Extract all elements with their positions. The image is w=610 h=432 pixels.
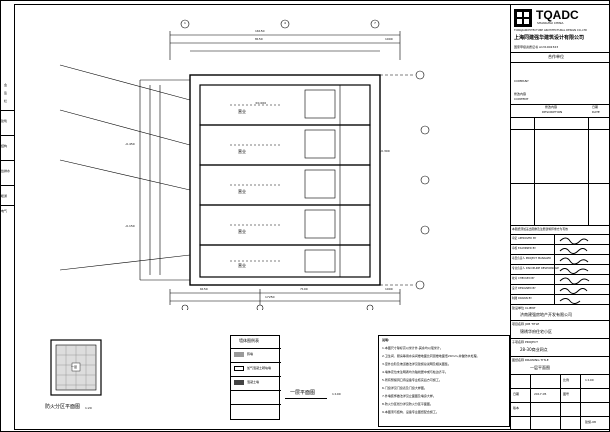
- room-label: 营业: [238, 263, 246, 268]
- legend-row: 加气混凝土砌块墙: [247, 366, 272, 370]
- room-label: 营业: [238, 149, 246, 154]
- dim-top: 16150: [255, 29, 265, 33]
- signer-role: 专业负责人 DISCIPLINE RESPONSIBLE: [512, 267, 559, 270]
- rev-header-en: DATE: [592, 110, 600, 114]
- margin-label: 建筑: [1, 119, 8, 123]
- logo-mark: [514, 9, 532, 27]
- rev-header-en: DESCRIPTION: [542, 110, 563, 114]
- drawing-name: 一层平面图: [530, 365, 550, 370]
- level-mark: -0.450: [125, 142, 135, 146]
- note-line: 9.本图须与结构、设备专业图纸配合施工。: [382, 410, 439, 414]
- axis-label: 7: [374, 21, 376, 25]
- company-label: COMPANY: [514, 79, 529, 83]
- level-mark: -0.150: [125, 224, 135, 228]
- rev-area: [510, 117, 610, 225]
- margin-label: 栏: [4, 99, 8, 103]
- rev-header: 日期: [592, 105, 599, 109]
- signature-marks: [559, 237, 590, 304]
- note-line: 2.卫生间、厨房等用水房间楼地面比同层楼地面低20mm,并做防水处理。: [382, 354, 480, 358]
- signer-role: 审定 APPROVED BY: [512, 237, 537, 240]
- legend-title: 墙体图例表: [239, 338, 259, 343]
- axis-label: 4: [284, 21, 286, 25]
- signer-role: 制图 DRAWN BY: [512, 297, 532, 300]
- margin-label: 会: [4, 83, 8, 87]
- meta-label: 图号: [563, 392, 570, 396]
- signer-role: 审核 EXAMINED BY: [512, 247, 536, 250]
- fire-zone-area: 一层: [71, 365, 78, 369]
- meta-label: 版本: [513, 406, 520, 410]
- drawing-label: 图纸名称 DRAWING TITLE: [512, 358, 549, 362]
- legend-swatch: [234, 380, 244, 385]
- fire-zone-scale: 1:20: [85, 406, 92, 410]
- owner-name: 济南建强房地产开发有限公司: [520, 312, 572, 317]
- plan-title: 一层平面图: [290, 390, 316, 396]
- meta-sheet-no: 建施-08: [585, 420, 596, 424]
- margin-label: 暖通: [1, 194, 8, 198]
- fire-zone-diagram: [50, 339, 102, 396]
- subproject-name: 28-30商业网点: [520, 347, 548, 352]
- margin-label: 给排水: [1, 169, 11, 173]
- stamp-note: 本图纸须加盖出图章及注册建筑师章方为有效: [512, 227, 568, 231]
- legend-swatch: [234, 352, 244, 357]
- fire-zone-title: 防火分区平面图: [45, 404, 81, 410]
- title-block: [510, 4, 610, 430]
- logo-license: 国家甲级资质证书 A131002323: [514, 45, 559, 49]
- notes-block: 说明: 1.本图尺寸除标高以米计外,其余均以毫米计。 2.卫生间、厨房等用水房间…: [378, 335, 510, 427]
- logo-brand: TQADC: [536, 8, 579, 22]
- subproject-label: 子项名称 PROJECT: [512, 340, 538, 344]
- margin-label: 结构: [1, 144, 8, 148]
- project-name: 锦绣华府住宅小区: [520, 329, 552, 334]
- left-margin-strip: 会 签 栏 建筑 结构 给排水 暖通 电气: [0, 80, 15, 220]
- level-mark: -0.300: [380, 149, 390, 153]
- signer-role: 设计 DESIGNED BY: [512, 287, 536, 290]
- signature-table: [510, 234, 610, 304]
- plan-scale: 1:100: [332, 392, 341, 396]
- note-line: 7.外墙装饰做法详见立面图及墙身大样。: [382, 394, 436, 398]
- meta-date: 2017.05: [534, 392, 547, 396]
- logo-city: SHANGHAI CHINA: [537, 21, 564, 25]
- note-line: 1.本图尺寸除标高以米计外,其余均以毫米计。: [382, 346, 443, 350]
- logo-company-en: TONGJIARCHITECTURE ARCHITECTURAL DESIGN …: [514, 29, 587, 32]
- legend-row: 砖墙: [247, 352, 254, 356]
- owner-label: 建设单位 CLIENT: [512, 306, 536, 310]
- legend-row: 混凝土墙: [247, 380, 260, 384]
- axis-label: 1: [184, 21, 186, 25]
- rev-header: 修改内容: [545, 105, 558, 109]
- note-line: 8.防火分区划分详见防火分区平面图。: [382, 402, 433, 406]
- margin-label: 签: [4, 91, 8, 95]
- dim-top: 8150: [255, 37, 263, 41]
- notes-heading: 说明:: [382, 338, 390, 342]
- note-line: 3.室外台阶及坡道做法详见建施总说明及相关图集。: [382, 362, 451, 366]
- note-line: 5.所有预留洞口待设备专业核实后方可施工。: [382, 378, 442, 382]
- note-line: 4.墙体定位未注明者均为轴线居中或与柱边齐平。: [382, 370, 448, 374]
- logo-company-cn: 上海同建强华建筑设计有限公司: [514, 35, 585, 41]
- partner-label: 合作单位: [548, 54, 564, 59]
- contents-en: CONTENT: [514, 97, 529, 101]
- contents-cn: 修改内容: [514, 92, 527, 96]
- meta-label: 比例: [563, 378, 570, 382]
- margin-label: 电气: [1, 209, 8, 213]
- meta-scale: 1:100: [585, 378, 594, 382]
- room-label: 营业: [238, 109, 246, 114]
- plan-title-underline: [285, 398, 327, 399]
- signer-role: 校对 CHECKED BY: [512, 277, 535, 280]
- room-label: 营业: [238, 229, 246, 234]
- dim-top: 1000: [385, 37, 393, 41]
- project-label: 项目名称 JOB TITLE: [512, 322, 540, 326]
- dim-bottom: 17250: [265, 295, 275, 299]
- note-line: 6.门窗详见门窗表及门窗大样图。: [382, 386, 427, 390]
- meta-grid: [510, 374, 610, 430]
- legend-swatch: [234, 366, 244, 371]
- dim-bottom: 7100: [300, 287, 308, 291]
- room-label: 营业: [238, 189, 246, 194]
- floor-plan: [59, 19, 430, 310]
- legend-table: 墙体图例表 砖墙 加气混凝土砌块墙 混凝土墙: [230, 335, 281, 420]
- meta-label: 日期: [513, 392, 520, 396]
- signer-role: 项目负责人 PROJECT MANAGER: [512, 257, 551, 260]
- level-mark: ±0.000: [255, 101, 267, 105]
- dim-bottom: 6150: [200, 287, 208, 291]
- dim-bottom: 1000: [385, 287, 393, 291]
